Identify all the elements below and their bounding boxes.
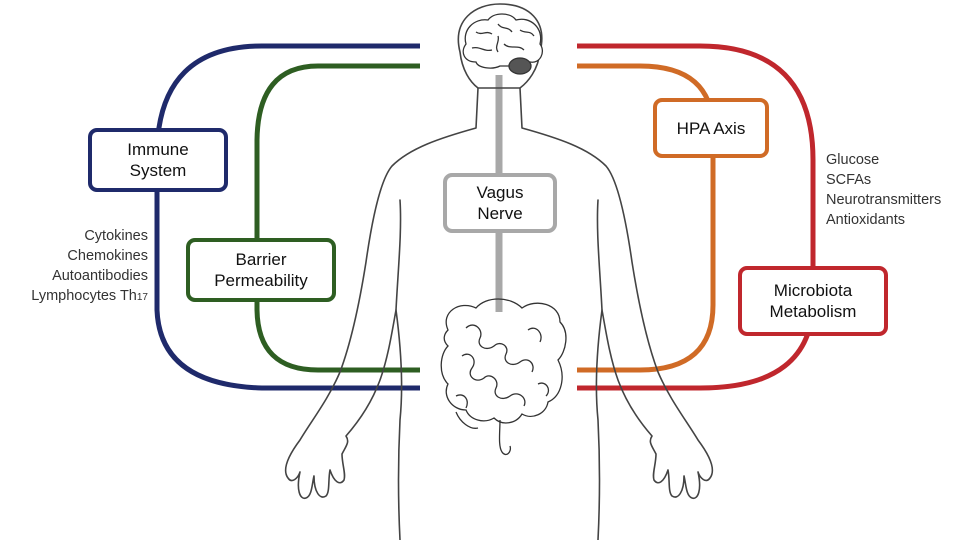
microbial-product-item: SCFAs bbox=[826, 170, 941, 190]
immune-mediator-item: Cytokines bbox=[31, 226, 148, 246]
microbiota-metabolism-label-line2: Metabolism bbox=[770, 301, 857, 322]
immune-system-label-line2: System bbox=[127, 160, 188, 181]
immune-mediator-item: Lymphocytes Th17 bbox=[31, 286, 148, 308]
immune-pathway-line bbox=[157, 46, 420, 388]
microbial-product-item: Glucose bbox=[826, 150, 941, 170]
barrier-permeability-label-line2: Permeability bbox=[214, 270, 308, 291]
hpa-axis-box: HPA Axis bbox=[653, 98, 769, 158]
microbial-products-list: Glucose SCFAs Neurotransmitters Antioxid… bbox=[826, 150, 941, 230]
barrier-pathway-line bbox=[257, 66, 420, 370]
vagus-nerve-label-line2: Nerve bbox=[477, 203, 524, 224]
brain-icon bbox=[463, 14, 542, 74]
immune-mediators-list: Cytokines Chemokines Autoantibodies Lymp… bbox=[31, 226, 148, 308]
immune-system-label-line1: Immune bbox=[127, 139, 188, 160]
vagus-nerve-label-line1: Vagus bbox=[477, 182, 524, 203]
intestine-icon bbox=[441, 299, 566, 454]
immune-mediator-item: Chemokines bbox=[31, 246, 148, 266]
immune-mediator-item: Autoantibodies bbox=[31, 266, 148, 286]
hpa-axis-label: HPA Axis bbox=[677, 118, 746, 139]
barrier-permeability-label-line1: Barrier bbox=[214, 249, 308, 270]
microbial-product-item: Antioxidants bbox=[826, 210, 941, 230]
microbiota-metabolism-label-line1: Microbiota bbox=[770, 280, 857, 301]
microbial-product-item: Neurotransmitters bbox=[826, 190, 941, 210]
th-subscript: 17 bbox=[137, 292, 148, 303]
immune-mediator-text: Lymphocytes Th bbox=[31, 288, 137, 304]
